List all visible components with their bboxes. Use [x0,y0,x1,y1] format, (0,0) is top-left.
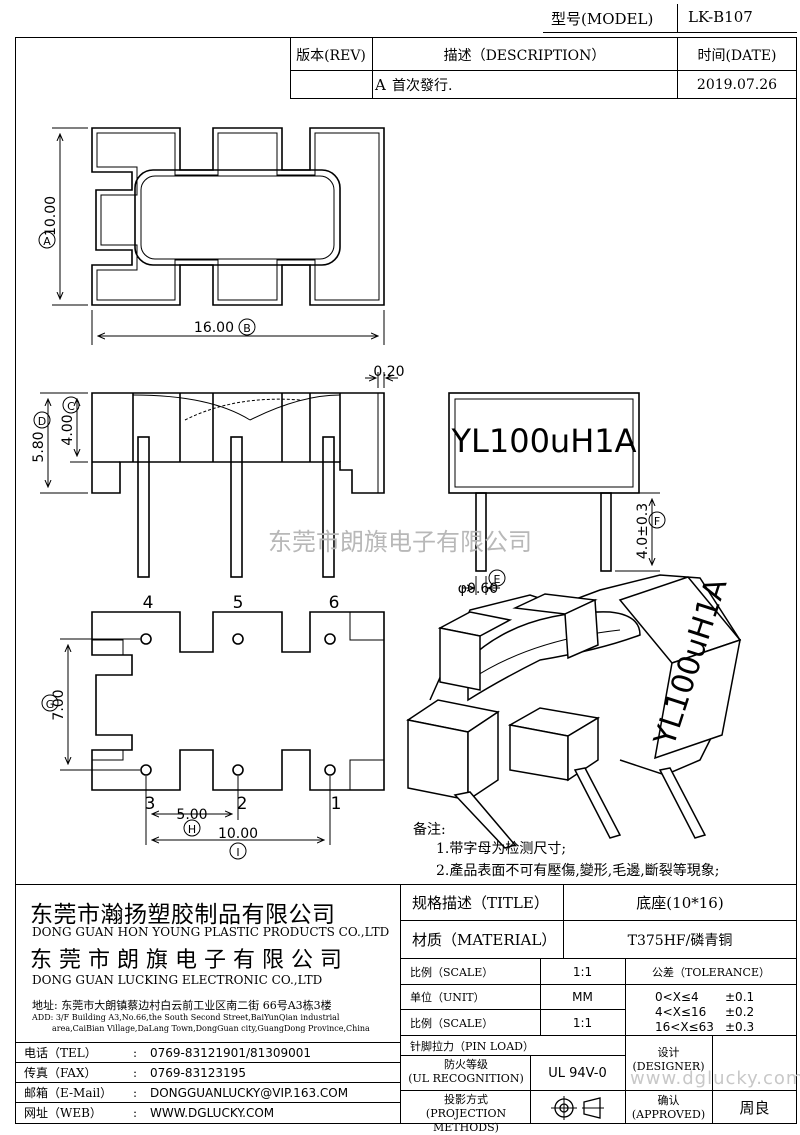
marker-d: D [38,415,46,428]
designer-label-en: (DESIGNER) [632,1060,705,1073]
contact-fax: 0769-83123195 [150,1065,246,1080]
revision-table [290,37,797,99]
description-header: 描述（DESCRIPTION） [443,48,606,64]
scale-value: 1:1 [572,964,593,979]
material-label: 材质（MATERIAL） [412,931,557,949]
marker-g: G [46,698,55,711]
marker-b: B [243,322,251,335]
approved-label-cn: 确认 [657,1094,680,1107]
dimension-a: 10.00 [43,196,59,236]
colon: : [133,1085,138,1100]
pin-6: 6 [329,593,340,613]
ul-label: 防火等级 (UL RECOGNITION) [402,1058,530,1086]
contact-label-tel: 电话（TEL） [24,1046,97,1060]
dimension-h: 5.00 [176,807,207,823]
contact-label-fax: 传真（FAX） [24,1066,97,1080]
pin-2: 2 [237,794,248,814]
approved-label-en: (APPROVED) [631,1108,706,1121]
scale2-label: 比例（SCALE） [410,1016,494,1030]
contact-email[interactable]: DONGGUANLUCKY@VIP.163.COM [150,1085,349,1100]
scale2-value: 1:1 [572,1015,593,1030]
material-value: T375HF/磷青铜 [627,932,733,949]
projection-label: 投影方式 (PROJECTION METHODS) [402,1093,530,1135]
projection-label-cn: 投影方式 [444,1093,488,1106]
technical-drawing: 10.00 A 16.00 B 0.20 5.80 D 4.00 C [31,127,742,860]
dimension-thickness: 0.20 [373,364,404,380]
isometric-view [406,574,742,849]
unit-value: MM [572,990,593,1004]
dimension-d: 5.80 [31,431,47,462]
designer-label: 设计 (DESIGNER) [625,1046,712,1074]
pin-4: 4 [143,593,154,613]
side-view [448,392,640,572]
dimension-c: 4.00 [60,414,76,445]
front-view [91,392,385,578]
top-view [91,127,385,306]
pin-5: 5 [233,593,244,613]
address-en-2: area,CaiBian Village,DaLang Town,DongGua… [52,1024,370,1033]
tolerance-range-3: 16<X≤63 [655,1020,714,1034]
projection-symbol-icon [551,1096,604,1120]
pin-3: 3 [145,794,156,814]
tolerance-ranges: 0<X≤4 4<X≤16 16<X≤63 [655,990,714,1035]
colon: : [133,1065,138,1080]
dimension-e: φ0.60 [458,581,498,597]
ul-label-en: (UL RECOGNITION) [408,1072,524,1085]
rev-value: A [375,76,386,94]
marker-e: E [494,573,501,586]
company-name-1-en: DONG GUAN HON YOUNG PLASTIC PRODUCTS CO.… [32,925,390,939]
unit-label: 单位（UNIT） [410,991,485,1004]
note-2: 2.產品表面不可有壓傷,變形,毛邊,斷裂等現象; [436,863,720,879]
ul-label-cn: 防火等级 [444,1058,488,1071]
marker-c: C [67,400,75,413]
description-value: 首次發行. [392,78,453,94]
model-label: 型号(MODEL) [551,10,654,28]
bottom-view [91,611,385,791]
rev-header: 版本(REV) [296,48,366,64]
tolerance-value-3: ±0.3 [725,1020,755,1034]
tolerance-value-2: ±0.2 [725,1005,755,1019]
note-1: 1.带字母为检测尺寸; [436,841,567,857]
tolerance-range-2: 4<X≤16 [655,1005,707,1019]
pin-1: 1 [331,794,342,814]
contact-label-email: 邮箱（E-Mail） [24,1086,113,1100]
site-watermark: www.dglucky.com [630,1068,800,1089]
approved-label: 确认 (APPROVED) [625,1094,712,1122]
dimension-b: 16.00 [194,320,234,336]
tolerance-range-1: 0<X≤4 [655,990,699,1004]
colon: : [133,1105,138,1120]
tolerance-values: ±0.1 ±0.2 ±0.3 [725,990,754,1035]
dimension-i: 10.00 [218,826,258,842]
approved-value: 周良 [739,1099,770,1117]
side-view-marking: YL100uH1A [450,422,636,460]
tolerance-value-1: ±0.1 [725,990,755,1004]
company-name-1: 东莞市瀚扬塑胶制品有限公司 [30,902,336,928]
dimension-f: 4.0±0.3 [635,503,651,559]
tolerance-label: 公差（TOLERANCE） [652,965,770,979]
designer-label-cn: 设计 [657,1046,680,1059]
marker-f: F [654,515,660,528]
date-value: 2019.07.26 [696,77,778,93]
notes-title: 备注: [413,822,446,838]
date-header: 时间(DATE) [697,48,777,64]
marker-a: A [43,235,51,248]
pin-load-label: 针脚拉力（PIN LOAD） [410,1039,534,1053]
marker-i: I [236,846,239,859]
title-label: 规格描述（TITLE） [412,894,549,912]
model-number: LK-B107 [688,8,753,26]
title-value: 底座(10*16) [636,894,724,912]
contact-label-web: 网址（WEB） [24,1106,102,1120]
address-cn: 地址: 东莞市大朗镇蔡边村白云前工业区南二街 66号A3栋3楼 [32,999,332,1012]
ul-value: UL 94V-0 [548,1065,607,1081]
colon: : [133,1045,138,1060]
company-name-2-en: DONG GUAN LUCKING ELECTRONIC CO.,LTD [32,973,323,987]
company-name-2: 东 莞 市 朗 旗 电 子 有 限 公 司 [30,948,342,973]
marker-h: H [188,823,196,836]
contact-tel: 0769-83121901/81309001 [150,1045,312,1060]
contact-web[interactable]: WWW.DGLUCKY.COM [150,1105,275,1120]
address-en-1: ADD: 3/F Building A3,No.66,the South Sec… [32,1013,340,1022]
watermark-text: 东莞市朗旗电子有限公司 [268,528,532,556]
scale-label: 比例（SCALE） [410,965,494,979]
drawing-frame [15,37,797,1124]
